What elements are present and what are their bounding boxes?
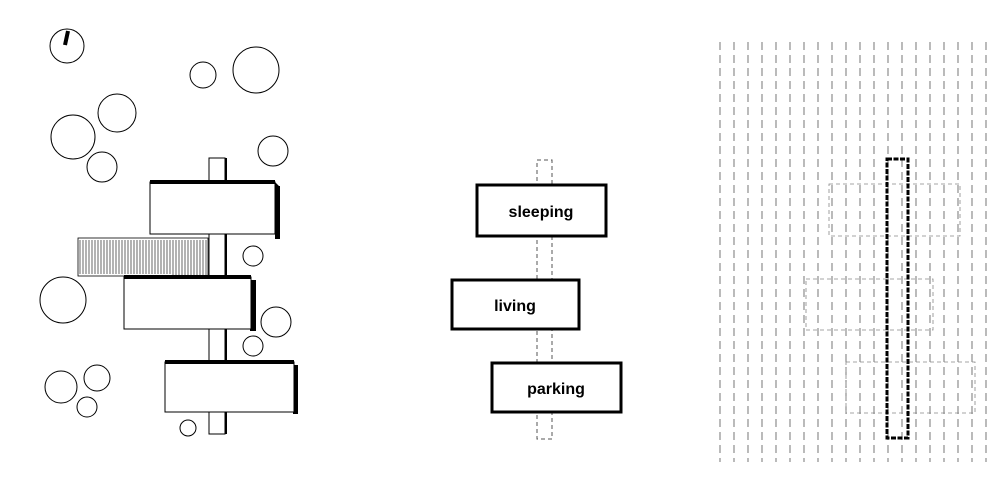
site-block-living: [123, 275, 256, 331]
tree-circle-icon: [83, 364, 111, 392]
zone-label-living: living: [494, 298, 536, 315]
tree-circle-icon: [97, 93, 137, 133]
zone-parking: parking: [490, 361, 623, 414]
zone-label-parking: parking: [527, 381, 585, 398]
grid-panel: [719, 42, 987, 462]
tree-circle-icon: [260, 306, 292, 338]
program-panel: sleeping living parking: [450, 159, 623, 440]
tree-circle-icon: [189, 61, 217, 89]
hatched-deck: [77, 237, 209, 277]
north-arrow-icon: [49, 28, 85, 64]
ghost-blocks: [805, 183, 976, 414]
tree-circle-icon: [242, 335, 264, 357]
trees: [39, 46, 292, 437]
zone-living: living: [450, 278, 581, 331]
tree-circle-icon: [232, 46, 280, 94]
tree-circle-icon: [50, 114, 96, 160]
tree-circle-icon: [242, 245, 264, 267]
tree-circle-icon: [179, 419, 197, 437]
site-block-sleeping: [149, 180, 280, 239]
spine-axis: [885, 157, 910, 440]
tree-circle-icon: [44, 370, 78, 404]
tree-circle-icon: [76, 396, 98, 418]
ghost-block-sleeping: [828, 183, 961, 237]
vertical-grid-lines: [719, 42, 987, 462]
ghost-block-living: [805, 278, 934, 331]
ghost-block-parking: [845, 361, 976, 414]
site-block-parking: [164, 360, 298, 414]
tree-circle-icon: [86, 151, 118, 183]
site-plan-panel: [39, 28, 298, 437]
zone-label-sleeping: sleeping: [509, 204, 574, 221]
tree-circle-icon: [257, 135, 289, 167]
zone-sleeping: sleeping: [475, 183, 608, 238]
tree-circle-icon: [39, 276, 87, 324]
